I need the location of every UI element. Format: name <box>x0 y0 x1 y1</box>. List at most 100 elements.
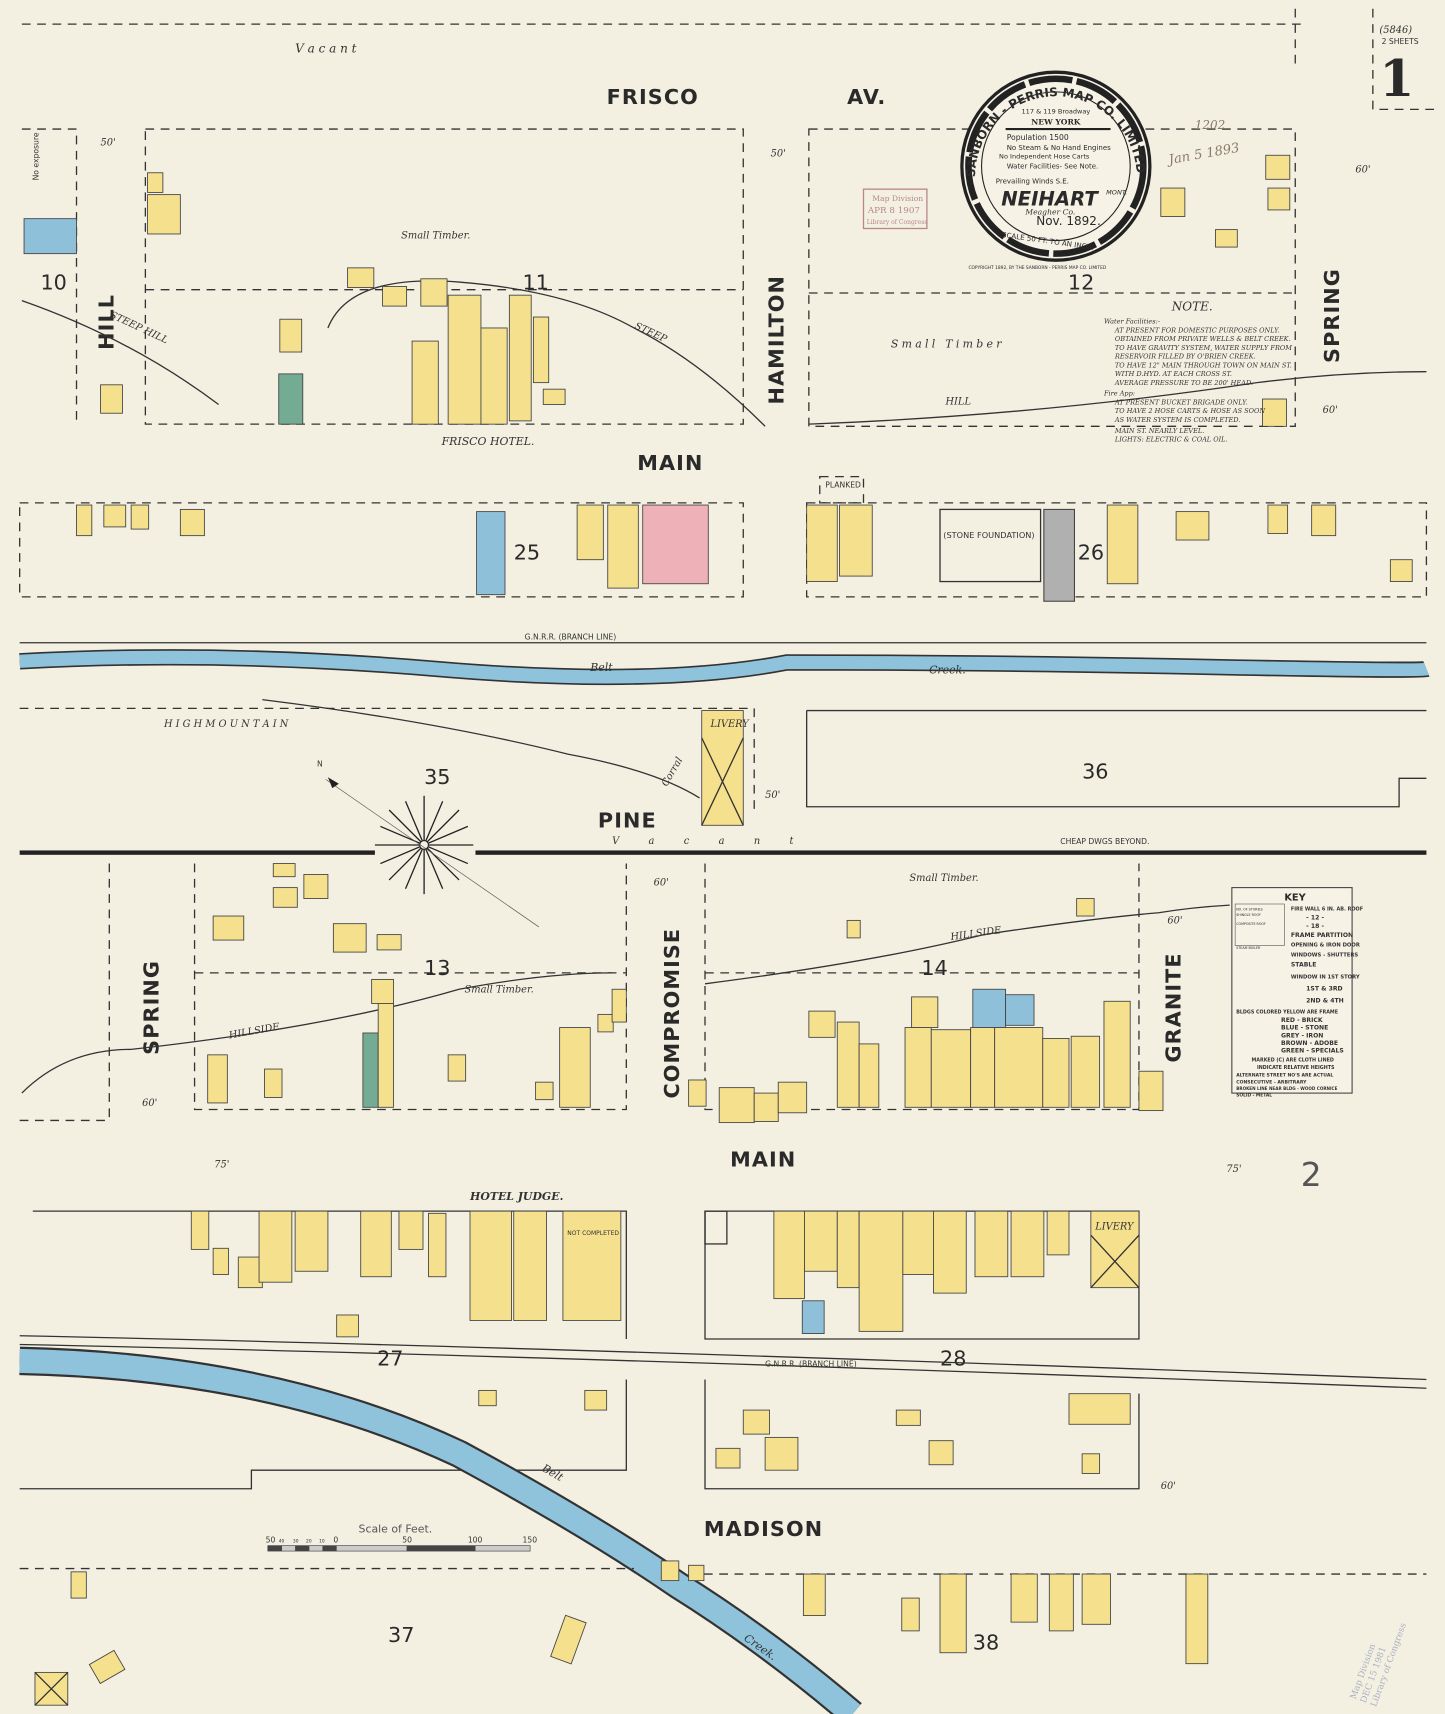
key-side-label: COMPOSITE ROOF <box>1236 922 1266 926</box>
cartouche-state: MONT. <box>1106 189 1127 197</box>
note-line: TO HAVE 2 HOSE CARTS & HOSE AS SOON <box>1115 407 1266 415</box>
building-frame <box>611 988 627 1023</box>
building-frame <box>742 1409 770 1435</box>
building-frame <box>607 504 639 589</box>
key-line: SOLID - METAL <box>1236 1092 1272 1098</box>
street-width: 75' <box>214 1159 229 1170</box>
building-frame <box>559 1027 591 1108</box>
block-number: 38 <box>973 1630 999 1654</box>
street-frisco: FRISCO <box>607 85 699 109</box>
building-frame <box>1175 511 1210 541</box>
key-side-label: STEAM BOILER <box>1236 946 1261 950</box>
scale-tick: 150 <box>522 1535 537 1544</box>
livery-label: LIVERY <box>1094 1222 1135 1233</box>
building-frame <box>147 194 181 235</box>
building-frame <box>179 508 205 537</box>
building-frame <box>1267 504 1289 534</box>
scale-tick: 100 <box>468 1535 483 1544</box>
cartouche-town: NEIHART <box>1001 188 1099 211</box>
sheets-note: 2 SHEETS <box>1382 37 1419 46</box>
building-frame <box>550 1614 587 1665</box>
street-width: 50' <box>101 137 116 148</box>
street-width: 60' <box>1323 405 1338 416</box>
block-number: 35 <box>424 765 450 789</box>
building-stone <box>1005 994 1035 1026</box>
cartouche-hose-carts: No Independent Hose Carts <box>999 153 1090 161</box>
small-timber-label: Small Timber. <box>465 985 534 996</box>
block-12: Small Timber HILL 12 <box>808 128 1427 427</box>
building-frame <box>347 267 375 288</box>
building-frame <box>974 1210 1009 1278</box>
building-frame <box>1070 1035 1101 1108</box>
belt-creek <box>19 650 1429 684</box>
key-title: KEY <box>1284 893 1306 904</box>
note-line: MAIN ST. NEARLY LEVEL. <box>1114 427 1204 435</box>
building-frame <box>1076 898 1095 917</box>
building-frame <box>398 1210 424 1250</box>
scale-tick: 10 <box>319 1538 325 1544</box>
building-frame <box>1068 1393 1131 1425</box>
street-hamilton: HAMILTON <box>765 275 789 404</box>
block-number: 28 <box>940 1346 966 1370</box>
block-27: HOTEL JUDGE. NOT COMPLETED 27 <box>32 1190 627 1370</box>
building-frame <box>1046 1210 1070 1256</box>
block-38: 38 <box>660 1560 1427 1665</box>
building-frame <box>928 1440 954 1466</box>
building-frame <box>688 1079 707 1107</box>
key-line: 2ND & 4TH <box>1306 997 1344 1004</box>
sheet-ref: (5846) <box>1379 25 1412 36</box>
street-edge <box>475 850 1427 855</box>
street-granite: GRANITE <box>1161 952 1185 1062</box>
building-frame <box>777 1081 808 1114</box>
building-frame <box>839 504 873 577</box>
street-width: 60' <box>654 877 669 888</box>
building-frame <box>1389 559 1413 582</box>
building-frame <box>911 996 939 1028</box>
street-width: 50' <box>771 148 786 159</box>
street-frisco-av: AV. <box>847 85 886 109</box>
cheap-dwellings-label: CHEAP DWGS BEYOND. <box>1060 837 1149 846</box>
street-width: 60' <box>142 1098 157 1109</box>
street-main-top: MAIN <box>637 451 703 475</box>
livery-building <box>701 710 744 826</box>
building-frame <box>70 1571 87 1599</box>
building-stone <box>972 988 1007 1028</box>
building-frame <box>773 1210 805 1300</box>
building-iron <box>1043 508 1076 602</box>
street-madison: MADISON <box>704 1517 823 1541</box>
sheet-number-corner: (5846) 2 SHEETS 1 <box>1372 8 1438 111</box>
street-spring-top: SPRING <box>1320 268 1344 363</box>
key-line: BROWN - ADOBE <box>1281 1040 1338 1047</box>
building-frame <box>376 934 402 951</box>
note-line: AS WATER SYSTEM IS COMPLETED. <box>1114 416 1240 424</box>
block-number: 27 <box>377 1346 403 1370</box>
note-title: NOTE. <box>1171 299 1213 313</box>
building-frame <box>597 1013 614 1033</box>
hotel-judge-label: HOTEL JUDGE. <box>469 1190 563 1203</box>
building-frame <box>933 1210 967 1294</box>
block-28: LIVERY 28 <box>704 1210 1140 1370</box>
note-line: AVERAGE PRESSURE TO BE 200' HEAD. <box>1114 379 1253 387</box>
building-frame <box>901 1597 920 1632</box>
street-width: 60' <box>1161 1481 1176 1492</box>
block-number: 26 <box>1078 541 1104 565</box>
note-line: AT PRESENT BUCKET BRIGADE ONLY. <box>1114 398 1248 406</box>
small-timber-label: Small Timber. <box>401 230 470 241</box>
building-frame <box>1010 1210 1045 1278</box>
block-25: 25 <box>19 502 744 598</box>
building-frame <box>272 863 296 878</box>
building-frame <box>858 1043 880 1108</box>
adjacent-sheet-number: 2 <box>1301 1156 1322 1194</box>
block-36: 36 CHEAP DWGS BEYOND. <box>806 709 1427 846</box>
scale-bar: Scale of Feet. 50 40 30 20 10 0 50 100 1… <box>266 1522 537 1552</box>
building-frame <box>382 285 408 307</box>
building-frame <box>1265 154 1291 180</box>
block-number: 13 <box>424 956 450 980</box>
block-number: 11 <box>522 271 548 295</box>
key-line: MARKED (C) ARE CLOTH LINED <box>1252 1057 1334 1063</box>
building-frame <box>294 1210 329 1272</box>
title-cartouche: SANBORN - PERRIS MAP CO. LIMITED 117 & 1… <box>960 70 1152 271</box>
key-line: - 18 - <box>1306 923 1324 930</box>
street-width: 60' <box>1167 916 1182 927</box>
street-edge <box>19 850 375 855</box>
